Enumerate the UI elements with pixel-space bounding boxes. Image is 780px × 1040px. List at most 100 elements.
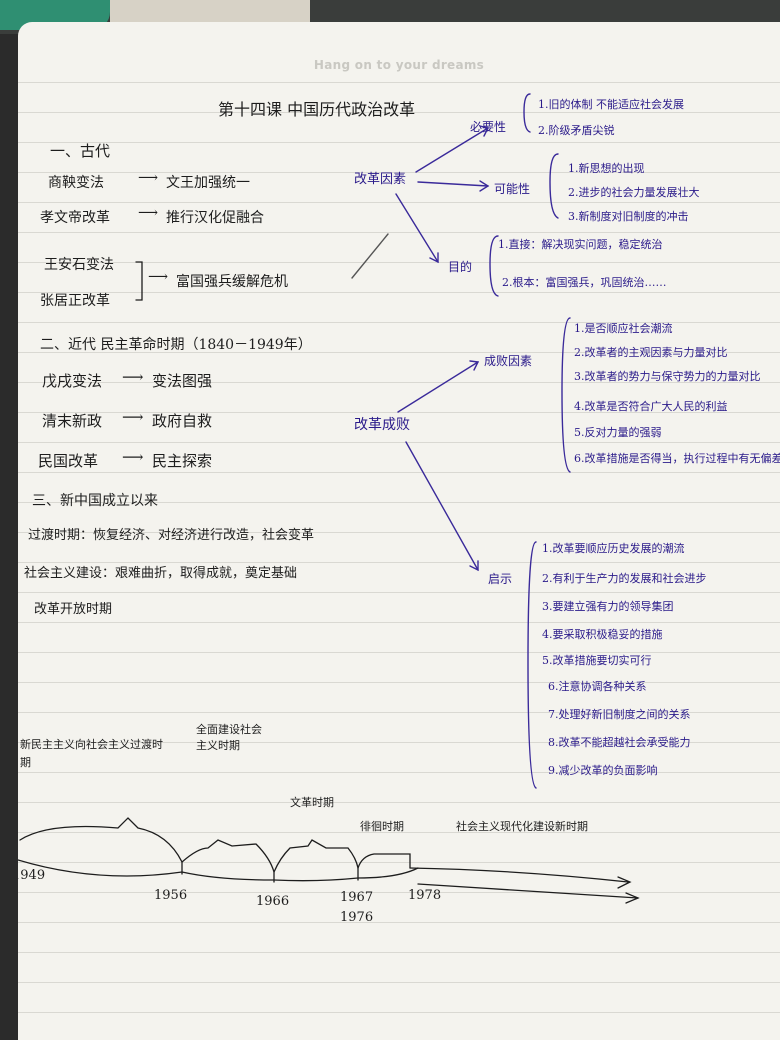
ruled-line bbox=[18, 562, 780, 563]
arrow-icon: ⟶ bbox=[148, 269, 169, 285]
lesson-item: 8.改革不能超越社会承受能力 bbox=[548, 736, 691, 749]
ruled-line bbox=[18, 322, 780, 323]
ruled-line bbox=[18, 652, 780, 653]
arrow-icon: ⟶ bbox=[122, 448, 144, 466]
item-result: 富国强兵缓解危机 bbox=[176, 274, 288, 290]
ruled-line bbox=[18, 82, 780, 83]
arrow-icon: ⟶ bbox=[122, 408, 144, 426]
ruled-line bbox=[18, 622, 780, 623]
prc-line: 社会主义建设：艰难曲折，取得成就，奠定基础 bbox=[24, 566, 298, 581]
ruled-line bbox=[18, 172, 780, 173]
item-result: 推行汉化促融合 bbox=[166, 210, 264, 226]
purpose-item: 2.根本：富国强兵，巩固统治…… bbox=[502, 276, 667, 289]
success-label: 成败因素 bbox=[484, 354, 533, 368]
item-term: 清末新政 bbox=[42, 412, 103, 430]
arrow-icon: ⟶ bbox=[138, 170, 159, 186]
ruled-line bbox=[18, 922, 780, 923]
ruled-line bbox=[18, 712, 780, 713]
lesson-item: 3.要建立强有力的领导集团 bbox=[542, 600, 674, 613]
ruled-line bbox=[18, 382, 780, 383]
item-term: 民国改革 bbox=[38, 452, 99, 470]
arrow-icon: ⟶ bbox=[138, 205, 159, 221]
lesson-item: 6.注意协调各种关系 bbox=[548, 680, 647, 693]
arrow-icon: ⟶ bbox=[122, 368, 144, 386]
prc-line: 过渡时期：恢复经济、对经济进行改造，社会变革 bbox=[28, 528, 315, 543]
item-result: 文王加强统一 bbox=[166, 175, 250, 191]
ruled-line bbox=[18, 862, 780, 863]
necessity-label: 必要性 bbox=[470, 120, 507, 134]
item-term: 王安石变法 bbox=[44, 257, 114, 273]
lesson-item: 1.改革要顺应历史发展的潮流 bbox=[542, 542, 685, 555]
prc-line: 改革开放时期 bbox=[34, 602, 113, 617]
year-label: 1949 bbox=[18, 868, 46, 883]
success-item: 5.反对力量的强弱 bbox=[574, 426, 662, 439]
success-item: 1.是否顺应社会潮流 bbox=[574, 322, 673, 335]
section-ancient: 一、古代 bbox=[50, 142, 111, 160]
year-label: 1978 bbox=[408, 888, 442, 903]
factors-label: 改革因素 bbox=[354, 172, 407, 187]
section-prc: 三、新中国成立以来 bbox=[32, 493, 158, 509]
ruled-line bbox=[18, 292, 780, 293]
purpose-label: 目的 bbox=[448, 260, 473, 274]
necessity-item: 1.旧的体制 不能适应社会发展 bbox=[538, 98, 684, 111]
year-label: 1967 1976 bbox=[340, 890, 374, 925]
outcome-label: 改革成败 bbox=[354, 417, 410, 433]
purpose-item: 1.直接：解决现实问题，稳定统治 bbox=[498, 238, 663, 251]
year-label: 1956 bbox=[154, 888, 188, 903]
lesson-item: 5.改革措施要切实可行 bbox=[542, 654, 652, 667]
possibility-item: 2.进步的社会力量发展壮大 bbox=[568, 186, 700, 199]
arrow-necessity bbox=[415, 127, 489, 173]
page-title: 第十四课 中国历代政治改革 bbox=[218, 100, 416, 119]
ruled-line bbox=[18, 412, 780, 413]
success-item: 6.改革措施是否得当，执行过程中有无偏差 bbox=[574, 452, 780, 465]
period-label: 社会主义现代化建设新时期 bbox=[456, 820, 588, 833]
ruled-line bbox=[18, 142, 780, 143]
ruled-line bbox=[18, 202, 780, 203]
ruled-line bbox=[18, 232, 780, 233]
ruled-line bbox=[18, 1012, 780, 1013]
item-result: 政府自救 bbox=[152, 412, 213, 430]
necessity-item: 2.阶级矛盾尖锐 bbox=[538, 124, 615, 137]
ruled-line bbox=[18, 982, 780, 983]
notebook-header: Hang on to your dreams bbox=[313, 58, 485, 72]
period-label: 新民主主义向社会主义过渡时期 bbox=[20, 738, 163, 769]
ruled-line bbox=[18, 592, 780, 593]
ruled-line bbox=[18, 832, 780, 833]
lesson-item: 2.有利于生产力的发展和社会进步 bbox=[542, 572, 707, 585]
possibility-item: 3.新制度对旧制度的冲击 bbox=[568, 210, 689, 223]
item-term: 孝文帝改革 bbox=[40, 210, 110, 226]
ruled-line bbox=[18, 262, 780, 263]
item-term: 商鞅变法 bbox=[48, 175, 104, 191]
lesson-item: 4.要采取积极稳妥的措施 bbox=[542, 628, 663, 641]
ruled-line bbox=[18, 802, 780, 803]
possibility-label: 可能性 bbox=[494, 182, 531, 196]
lesson-item: 7.处理好新旧制度之间的关系 bbox=[548, 708, 691, 721]
period-label: 全面建设社会主义时期 bbox=[196, 723, 262, 752]
section-modern: 二、近代 民主革命时期（1840－1949年） bbox=[40, 337, 312, 353]
ruled-line bbox=[18, 682, 780, 683]
ruled-line bbox=[18, 952, 780, 953]
item-result: 民主探索 bbox=[152, 452, 213, 470]
success-item: 3.改革者的势力与保守势力的力量对比 bbox=[574, 370, 761, 383]
ruled-line bbox=[18, 772, 780, 773]
item-result: 变法图强 bbox=[152, 372, 213, 390]
ruled-line bbox=[18, 532, 780, 533]
ruled-line bbox=[18, 112, 780, 113]
lesson-label: 启示 bbox=[488, 572, 513, 586]
success-item: 4.改革是否符合广大人民的利益 bbox=[574, 400, 728, 413]
success-item: 2.改革者的主观因素与力量对比 bbox=[574, 346, 728, 359]
year-label: 1966 bbox=[256, 894, 290, 909]
possibility-item: 1.新思想的出现 bbox=[568, 162, 645, 175]
lesson-item: 9.减少改革的负面影响 bbox=[548, 764, 658, 777]
ruled-line bbox=[18, 442, 780, 443]
ruled-line bbox=[18, 502, 780, 503]
period-label: 徘徊时期 bbox=[360, 820, 404, 833]
ink-strokes bbox=[18, 93, 640, 904]
item-term: 张居正改革 bbox=[40, 293, 110, 309]
ruled-line bbox=[18, 352, 780, 353]
ruled-line bbox=[18, 742, 780, 743]
ruled-line bbox=[18, 892, 780, 893]
ruled-line bbox=[18, 472, 780, 473]
period-label: 文革时期 bbox=[290, 796, 334, 809]
notebook-page: Hang on to your dreams 第十四课 中国历代政治改革 一、古… bbox=[18, 22, 780, 1040]
